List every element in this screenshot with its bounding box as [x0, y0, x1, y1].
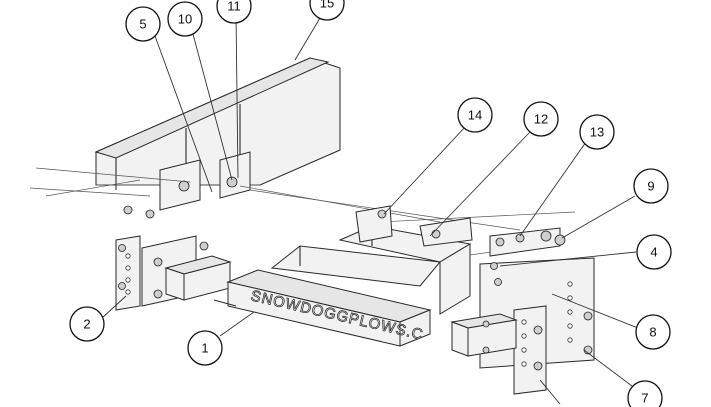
- callout-label: 8: [649, 325, 656, 340]
- callout-label: 15: [320, 0, 334, 11]
- callout-12: 12: [523, 101, 559, 137]
- callout-7: 7: [627, 380, 663, 407]
- callout-15: 15: [309, 0, 345, 21]
- frame-rail: [94, 57, 341, 190]
- callout-2: 2: [69, 306, 105, 342]
- callout-14: 14: [457, 97, 493, 133]
- callout-5: 5: [125, 6, 161, 42]
- callout-11: 11: [216, 0, 252, 24]
- callout-label: 10: [178, 12, 192, 27]
- callout-label: 13: [590, 125, 604, 140]
- callout-label: 5: [139, 17, 146, 32]
- callout-label: 11: [227, 0, 241, 14]
- callout-13: 13: [579, 114, 615, 150]
- callout-label: 12: [534, 112, 548, 127]
- callout-label: 2: [83, 317, 90, 332]
- callout-9: 9: [633, 168, 669, 204]
- leader-lines: [101, 13, 639, 405]
- callout-label: 9: [647, 179, 654, 194]
- callout-label: 1: [201, 341, 208, 356]
- center-cross-member: [270, 225, 472, 315]
- left-receiver-tube: [164, 255, 232, 301]
- callout-10: 10: [167, 1, 203, 37]
- right-receiver-tube: [450, 313, 518, 357]
- callout-label: 7: [641, 391, 648, 406]
- callout-label: 14: [468, 108, 482, 123]
- upper-brackets: [355, 205, 566, 257]
- callout-label: 4: [650, 245, 657, 260]
- callout-8: 8: [635, 314, 671, 350]
- callout-1: 1: [187, 330, 223, 366]
- callout-4: 4: [636, 234, 672, 270]
